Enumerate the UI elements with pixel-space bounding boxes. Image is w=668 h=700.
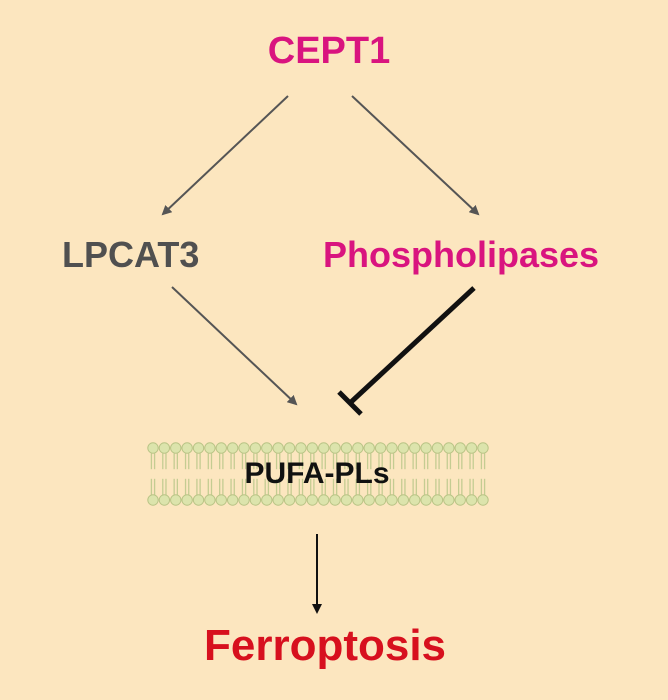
lipid-head (465, 442, 478, 454)
lipid-head (363, 442, 375, 454)
lipid-head (374, 442, 387, 454)
lipid-head (158, 494, 171, 506)
lipid-head (386, 494, 398, 506)
lipid-head (317, 442, 330, 454)
node-phospholipases: Phospholipases (323, 234, 600, 275)
lipid-head (181, 494, 193, 506)
lipid-head (409, 442, 421, 454)
lipid-head (272, 494, 284, 506)
lipid-head (261, 494, 273, 506)
lipid-head (329, 442, 341, 454)
arrow-cept1-to-phospholipases (351, 95, 480, 216)
lipid-bilayer-membrane (147, 442, 489, 506)
lipid-head (374, 494, 387, 506)
arrow-cept1-to-lpcat3 (161, 95, 289, 216)
lipid-head (397, 494, 410, 506)
inhibition-phospholipases-to-pufa-pls (337, 286, 476, 416)
lipid-head (329, 494, 341, 506)
node-lpcat3: LPCAT3 (62, 234, 200, 275)
lipid-head (454, 494, 466, 506)
lipid-head (238, 494, 250, 506)
lipid-head (181, 442, 193, 454)
lipid-head (295, 494, 307, 506)
lipid-head (238, 442, 250, 454)
lipid-head (431, 494, 444, 506)
lipid-head (204, 494, 216, 506)
lipid-head (295, 442, 307, 454)
lipid-head (477, 494, 489, 506)
lipid-head (170, 494, 182, 506)
lipid-head (170, 442, 182, 454)
lipid-head (272, 442, 284, 454)
lipid-head (147, 494, 159, 506)
lipid-head (158, 442, 171, 454)
lipid-head (226, 442, 239, 454)
lipid-head (192, 494, 205, 506)
lipid-head (306, 442, 319, 454)
lipid-head (192, 442, 205, 454)
lipid-head (340, 442, 353, 454)
lipid-head (443, 494, 455, 506)
lipid-head (249, 442, 262, 454)
lipid-head (204, 442, 216, 454)
lipid-head (352, 494, 364, 506)
arrow-lpcat3-to-pufa-pls (171, 286, 298, 406)
lipid-head (397, 442, 410, 454)
node-pufa-pls: PUFA-PLs (244, 457, 390, 490)
lipid-head (147, 442, 159, 454)
lipid-head (283, 442, 296, 454)
lipid-head (317, 494, 330, 506)
lipid-head (443, 442, 455, 454)
lipid-head (386, 442, 398, 454)
node-ferroptosis: Ferroptosis (203, 621, 447, 670)
lipid-head (340, 494, 353, 506)
lipid-head (215, 442, 227, 454)
lipid-head (249, 494, 262, 506)
lipid-head (420, 442, 432, 454)
lipid-head (283, 494, 296, 506)
lipid-head (363, 494, 375, 506)
lipid-head (306, 494, 319, 506)
lipid-head (454, 442, 466, 454)
lipid-head (431, 442, 444, 454)
lipid-head (261, 442, 273, 454)
lipid-head (352, 442, 364, 454)
lipid-head (420, 494, 432, 506)
node-cept1: CEPT1 (267, 30, 391, 72)
lipid-head (465, 494, 478, 506)
lipid-head (409, 494, 421, 506)
lipid-head (226, 494, 239, 506)
lipid-head (477, 442, 489, 454)
lipid-head (215, 494, 227, 506)
